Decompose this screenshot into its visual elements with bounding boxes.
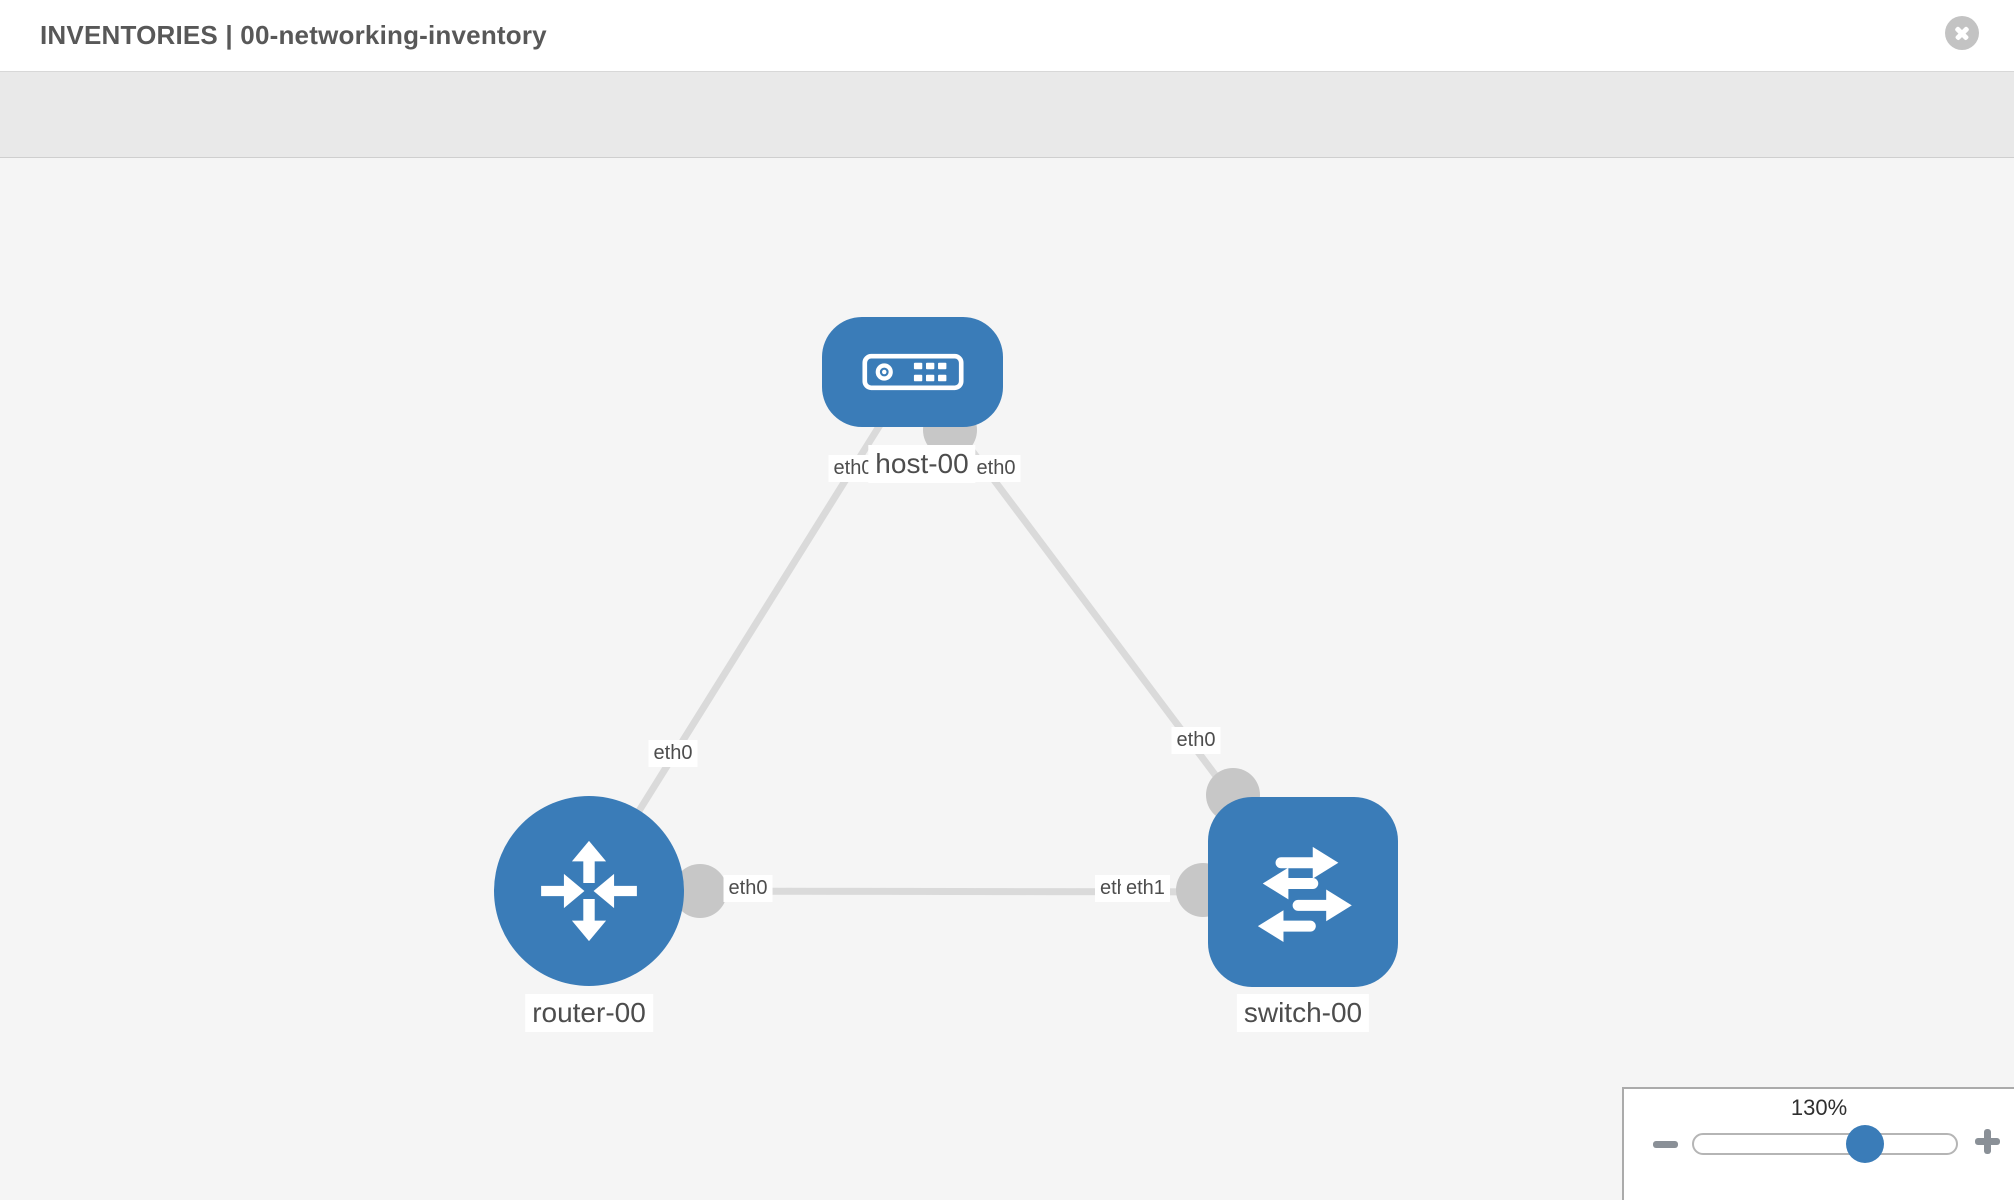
zoom-panel: 130% bbox=[1622, 1087, 2014, 1200]
header: INVENTORIES | 00-networking-inventory bbox=[0, 0, 2014, 72]
zoom-slider-handle[interactable] bbox=[1846, 1125, 1884, 1163]
close-icon[interactable] bbox=[1945, 16, 1979, 50]
minus-icon[interactable] bbox=[1653, 1141, 1678, 1148]
node-label-switch: switch-00 bbox=[1236, 994, 1370, 1032]
node-switch-00[interactable] bbox=[1208, 797, 1398, 987]
interface-label: eth0 bbox=[971, 455, 1021, 482]
plus-icon[interactable] bbox=[1975, 1129, 2000, 1154]
zoom-level: 130% bbox=[1790, 1095, 1848, 1120]
interface-label: eth0 bbox=[723, 875, 773, 902]
node-host-00[interactable] bbox=[822, 317, 1003, 427]
interface-label: eth1 bbox=[1121, 875, 1170, 902]
interface-label: eth0 bbox=[1171, 727, 1221, 754]
zoom-slider-track[interactable] bbox=[1692, 1133, 1958, 1155]
node-router-00[interactable] bbox=[494, 796, 684, 986]
topology-canvas[interactable]: eth0 eth0 eth0 eth0 eth0 eth0 eth1 host-… bbox=[0, 158, 2014, 1200]
toolbar: ACTIONS SEARCH bbox=[0, 72, 2014, 214]
host-icon bbox=[861, 353, 964, 391]
page-title: INVENTORIES | 00-networking-inventory bbox=[40, 20, 547, 50]
links-layer bbox=[586, 369, 1306, 896]
switch-icon bbox=[1257, 846, 1352, 943]
node-label-router: router-00 bbox=[525, 994, 653, 1032]
router-icon bbox=[541, 840, 637, 942]
node-label-host: host-00 bbox=[868, 445, 976, 483]
interface-label: eth0 bbox=[648, 740, 698, 767]
